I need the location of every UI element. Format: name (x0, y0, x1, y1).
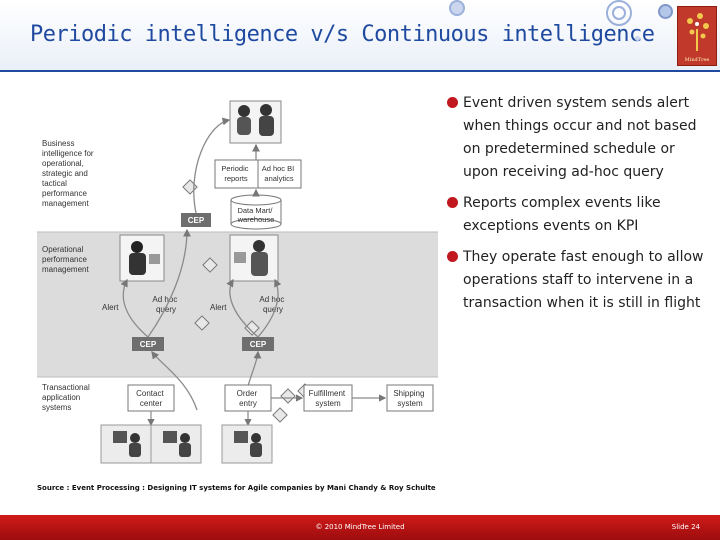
decor-circle (658, 4, 673, 19)
layer-label-business: Business intelligence for operational, s… (42, 139, 96, 208)
source-citation: Source : Event Processing : Designing IT… (37, 484, 436, 492)
operations-left-workstation-icon (119, 234, 165, 282)
logo-text: MindTree (684, 57, 710, 63)
node-shipping: Shipping system (393, 389, 426, 408)
node-cep-right: CEP (250, 340, 267, 349)
label-alert-right: Alert (210, 303, 227, 312)
fulfillment-box (303, 384, 353, 412)
bullet-dot-icon (447, 251, 458, 262)
footer-copyright: © 2010 MindTree Limited (315, 523, 405, 531)
bullet-text: Event driven system sends alert when thi… (463, 95, 697, 180)
order-entry-box (224, 384, 272, 412)
bullet-dot-icon (447, 197, 458, 208)
cep-right-box (242, 337, 274, 351)
slide-title: Periodic intelligence v/s Continuous int… (30, 22, 655, 47)
decor-circle (635, 36, 640, 41)
node-adhoc-bi: Ad hoc BI analytics (262, 164, 297, 183)
cep-top-box (181, 213, 211, 227)
bullet-text: Reports complex events like exceptions e… (463, 195, 661, 234)
company-logo: MindTree (677, 6, 717, 66)
label-adhoc-query-left: Ad hoc query (152, 295, 179, 314)
bullet-item: Event driven system sends alert when thi… (445, 92, 713, 184)
users-at-computers-icon (100, 424, 273, 464)
node-fulfillment: Fulfillment system (309, 389, 348, 408)
layer-label-transactional: Transactional application systems (42, 383, 92, 412)
label-alert-left: Alert (102, 303, 119, 312)
bullet-text: They operate fast enough to allow operat… (463, 249, 704, 311)
bullet-item: Reports complex events like exceptions e… (445, 192, 713, 238)
shipping-box (386, 384, 434, 412)
label-adhoc-query-right: Ad hoc query (259, 295, 286, 314)
operations-right-workstation-icon (229, 234, 279, 282)
intelligence-diagram: Business intelligence for operational, s… (37, 100, 438, 464)
node-order-entry: Order entry (237, 389, 260, 408)
cep-left-box (132, 337, 164, 351)
bullet-dot-icon (447, 97, 458, 108)
bullet-item: They operate fast enough to allow operat… (445, 246, 713, 315)
decor-circle (612, 6, 626, 20)
analysts-workstation-icon (229, 100, 282, 144)
transaction-arrows (147, 394, 387, 427)
node-cep-left: CEP (140, 340, 157, 349)
slide-footer: © 2010 MindTree Limited Slide 24 (0, 515, 720, 540)
node-cep-top: CEP (188, 216, 205, 225)
slide-number: Slide 24 (671, 523, 700, 531)
decor-circle (449, 0, 465, 16)
decor-circle (606, 0, 632, 26)
slide-header: Periodic intelligence v/s Continuous int… (0, 0, 720, 72)
bullet-list: Event driven system sends alert when thi… (445, 92, 713, 323)
node-contact-center: Contact center (136, 389, 166, 408)
layer-label-operational: Operational performance management (42, 245, 89, 274)
header-divider (0, 70, 720, 72)
node-data-mart: Data Mart/ warehouse (237, 206, 275, 224)
logo-tree-icon (687, 13, 709, 51)
node-periodic-reports: Periodic reports (221, 164, 250, 183)
